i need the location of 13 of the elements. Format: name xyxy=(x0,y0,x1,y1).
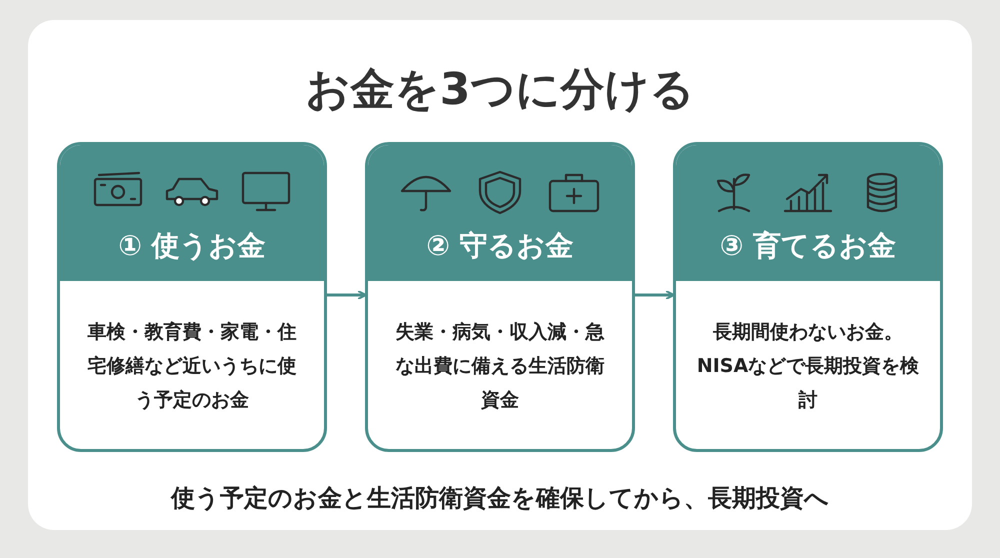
arrow xyxy=(635,290,675,300)
card-heading: ① 使うお金 xyxy=(117,229,267,263)
card-heading: ② 守るお金 xyxy=(425,229,575,263)
card-text: 失業・病気・収入減・急な出費に備える生活防衛資金 xyxy=(394,320,606,413)
card xyxy=(673,142,943,452)
card-text: 車検・教育費・家電・住宅修繕など近いうちに使う予定のお金 xyxy=(86,320,298,413)
card-heading: ③ 育てるお金 xyxy=(718,229,898,263)
card xyxy=(57,142,327,452)
card xyxy=(365,142,635,452)
caption: 使う予定のお金と生活防衛資金を確保してから、長期投資へ xyxy=(169,483,830,514)
card-text: 長期間使わないお金。NISAなどで長期投資を検討 xyxy=(696,320,920,413)
arrow xyxy=(327,290,367,300)
title: お金を3つに分ける xyxy=(304,63,696,117)
